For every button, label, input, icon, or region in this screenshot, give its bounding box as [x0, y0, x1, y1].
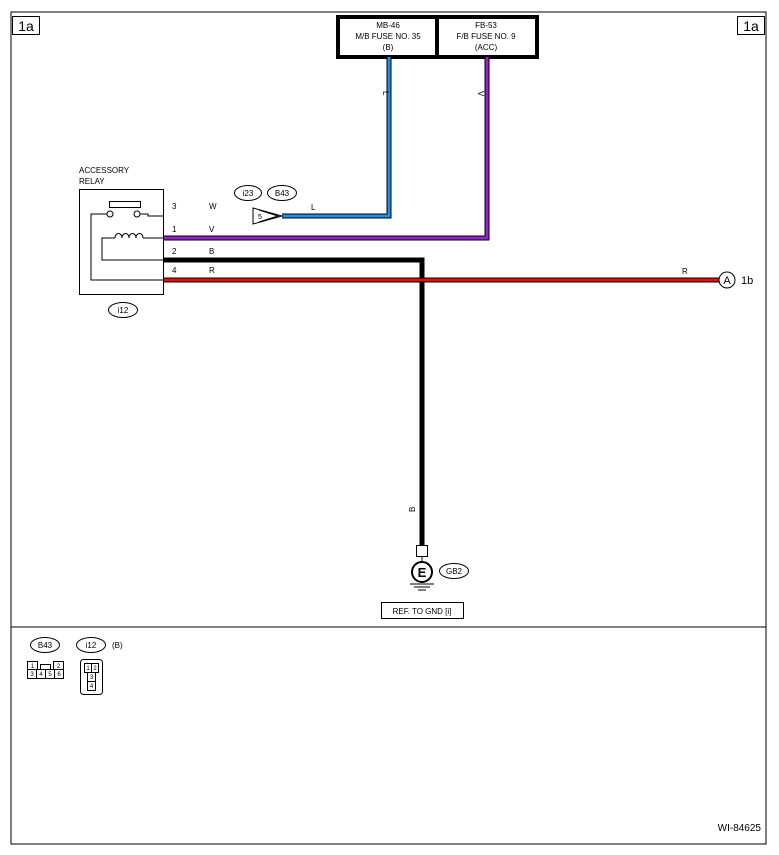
- connector-i23-b43: i23 B43 5: [234, 185, 297, 225]
- corner-tag-left-text: 1a: [18, 18, 34, 34]
- fuse-mb46-id: MB-46: [376, 21, 400, 30]
- ground-id-label: GB2: [446, 567, 463, 576]
- page-frame: [10, 11, 767, 845]
- connector-arrow-icon: [252, 207, 284, 225]
- corner-tag-right: 1a: [737, 16, 765, 35]
- wire-violet: [163, 57, 490, 241]
- relay-pin-4-color: R: [209, 266, 215, 275]
- legend-i12: i12 (B) 1 2 3 4: [76, 637, 123, 695]
- legend-b43: B43 1 2 3 4 5 6: [27, 637, 64, 679]
- legend-b43-cell-5: 5: [48, 672, 52, 678]
- connection-point-ref: 1b: [741, 275, 753, 287]
- relay-coil-icon: [101, 233, 163, 261]
- wire-label-red: R: [682, 267, 688, 276]
- diagram-id: WI-84625: [718, 823, 762, 834]
- fuse-fb53-id: FB-53: [475, 21, 497, 30]
- ground-symbol: E: [418, 565, 427, 580]
- relay-pin-4: 4: [172, 266, 177, 275]
- connector-i23-label: i23: [243, 189, 254, 198]
- connector-b43-label: B43: [275, 189, 290, 198]
- relay-connector-oval: [108, 302, 138, 318]
- connection-point-a: A 1b: [718, 271, 753, 289]
- legend-b43-cell-2: 2: [57, 664, 61, 670]
- legend-b43-cell-4: 4: [39, 672, 43, 678]
- fuse-block: MB-46 M/B FUSE NO. 35 (B) FB-53 F/B FUSE…: [336, 15, 539, 59]
- relay-pin-3-color: W: [209, 202, 217, 211]
- relay-contact-icon: [90, 201, 163, 281]
- fuse-mb46-name: M/B FUSE NO. 35: [355, 32, 421, 41]
- accessory-relay: ACCESSORY RELAY 3 1 2 4 W V B R i12: [79, 166, 217, 318]
- legend-i12-cell-4: 4: [90, 684, 94, 690]
- legend-i12-note: (B): [112, 641, 123, 650]
- ground-icon: [411, 561, 433, 583]
- relay-label-line1: ACCESSORY: [79, 166, 130, 175]
- fuse-mb46-circuit: (B): [383, 43, 394, 52]
- corner-tag-left: 1a: [12, 16, 40, 35]
- connector-i23-pin: 5: [258, 214, 262, 221]
- legend-b43-cell-1: 1: [31, 664, 35, 670]
- fuse-fb53-name: F/B FUSE NO. 9: [456, 32, 516, 41]
- wire-label-blue: L: [381, 91, 390, 96]
- wire-label-blue-horizontal: L: [311, 203, 316, 212]
- wire-label-black: B: [408, 507, 417, 512]
- legend-i12-cell-3: 3: [90, 675, 94, 681]
- relay-pin-2-color: B: [209, 247, 214, 256]
- corner-tag-right-text: 1a: [743, 18, 759, 34]
- relay-pin-1-color: V: [209, 225, 215, 234]
- relay-label-line2: RELAY: [79, 177, 105, 186]
- legend-i12-cell-2: 2: [93, 666, 97, 672]
- connection-point-letter: A: [723, 275, 731, 287]
- relay-pin-3: 3: [172, 202, 177, 211]
- relay-pin-2: 2: [172, 247, 177, 256]
- legend-i12-cell-1: 1: [86, 666, 90, 672]
- wire-black: [163, 257, 425, 546]
- relay-pin-1: 1: [172, 225, 177, 234]
- legend-b43-label: B43: [38, 641, 53, 650]
- ground-ref-text: REF. TO GND [i]: [393, 607, 452, 616]
- wire-blue: [282, 57, 392, 219]
- legend-b43-cell-6: 6: [57, 672, 61, 678]
- legend-b43-cell-3: 3: [30, 672, 34, 678]
- wire-label-violet: V: [476, 91, 485, 97]
- relay-connector-label: i12: [118, 306, 129, 315]
- ground-ref-box: [381, 602, 464, 619]
- ground-gb2: E GB2 REF. TO GND [i]: [381, 545, 469, 619]
- legend-i12-label: i12: [86, 641, 97, 650]
- fuse-fb53-circuit: (ACC): [475, 43, 498, 52]
